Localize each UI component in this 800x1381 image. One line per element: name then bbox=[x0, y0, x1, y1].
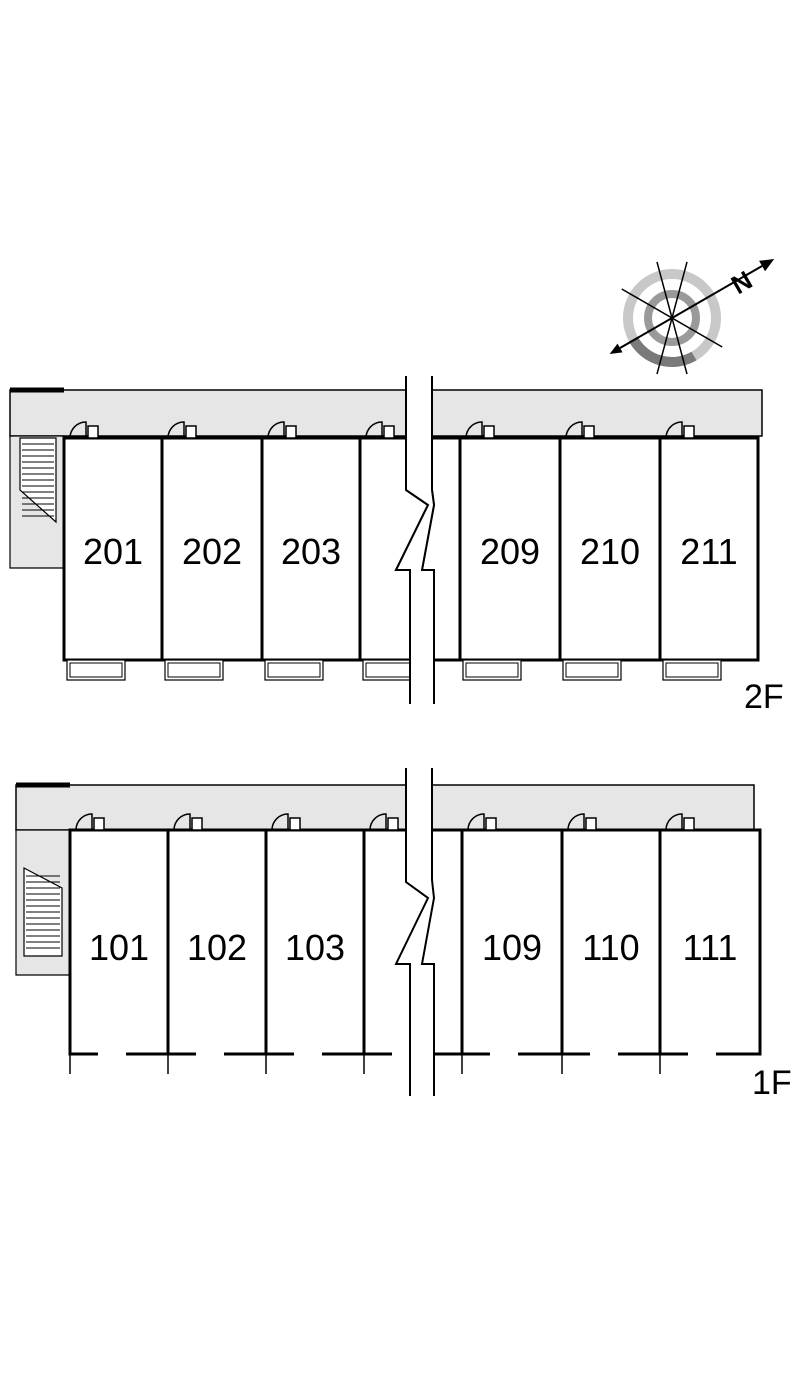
room-number-label: 209 bbox=[480, 531, 540, 572]
door-icon bbox=[267, 421, 297, 439]
door-icon bbox=[271, 813, 301, 831]
room-number-label: 102 bbox=[187, 927, 247, 968]
room-number-label: 111 bbox=[683, 927, 738, 968]
unit-211: 211 bbox=[658, 421, 760, 662]
unit-202: 202 bbox=[160, 421, 264, 662]
door-icon bbox=[565, 421, 595, 439]
balcony bbox=[562, 659, 622, 681]
room-number-label: 202 bbox=[182, 531, 242, 572]
room-number-label: 201 bbox=[83, 531, 143, 572]
unit-110: 110 bbox=[560, 813, 662, 1056]
front-wall-detail bbox=[461, 1052, 518, 1074]
door-icon bbox=[665, 813, 695, 831]
door-icon bbox=[69, 421, 99, 439]
room-number-label: 211 bbox=[680, 531, 737, 572]
door-icon bbox=[173, 813, 203, 831]
unit-102: 102 bbox=[166, 813, 268, 1056]
unit-210: 210 bbox=[558, 421, 662, 662]
unit-209: 209 bbox=[458, 421, 562, 662]
unit-203: 203 bbox=[260, 421, 362, 662]
door-icon bbox=[465, 421, 495, 439]
unit-103: 103 bbox=[264, 813, 366, 1056]
room-number-label: 203 bbox=[281, 531, 341, 572]
room-number-label: 109 bbox=[482, 927, 542, 968]
unit-101: 101 bbox=[68, 813, 170, 1056]
compass-icon: N bbox=[609, 259, 775, 375]
door-icon bbox=[467, 813, 497, 831]
unit-109: 109 bbox=[460, 813, 564, 1056]
stairs-2f-icon bbox=[19, 437, 57, 524]
front-wall-detail bbox=[561, 1052, 618, 1074]
room-number-label: 103 bbox=[285, 927, 345, 968]
compass-north-label: N bbox=[726, 265, 757, 300]
room-number-label: 210 bbox=[580, 531, 640, 572]
door-icon bbox=[365, 421, 395, 439]
room-number-label: 110 bbox=[582, 927, 639, 968]
break-line-2f bbox=[394, 376, 436, 704]
front-wall-detail bbox=[265, 1052, 322, 1074]
balcony bbox=[462, 659, 522, 681]
front-wall-detail bbox=[69, 1052, 126, 1074]
floor-label-1f: 1F bbox=[752, 1064, 792, 1102]
front-wall-detail bbox=[659, 1052, 716, 1074]
door-icon bbox=[167, 421, 197, 439]
balcony bbox=[662, 659, 722, 681]
door-icon bbox=[75, 813, 105, 831]
door-icon bbox=[665, 421, 695, 439]
balcony bbox=[66, 659, 126, 681]
corridor-1f bbox=[15, 784, 755, 831]
front-wall-detail bbox=[167, 1052, 224, 1074]
balcony bbox=[164, 659, 224, 681]
unit-111: 111 bbox=[658, 813, 762, 1056]
floor-label-2f: 2F bbox=[744, 678, 784, 716]
stairs-1f-icon bbox=[23, 867, 63, 957]
door-icon bbox=[369, 813, 399, 831]
floor-plan-1f: 101 102 103 109 110 111 1F bbox=[15, 768, 792, 1102]
balcony bbox=[264, 659, 324, 681]
room-number-label: 101 bbox=[89, 927, 149, 968]
door-icon bbox=[567, 813, 597, 831]
unit-201: 201 bbox=[62, 421, 164, 662]
floor-plan-2f: 201 202 203 209 210 211 2F bbox=[9, 376, 784, 716]
break-line-1f bbox=[394, 768, 436, 1096]
